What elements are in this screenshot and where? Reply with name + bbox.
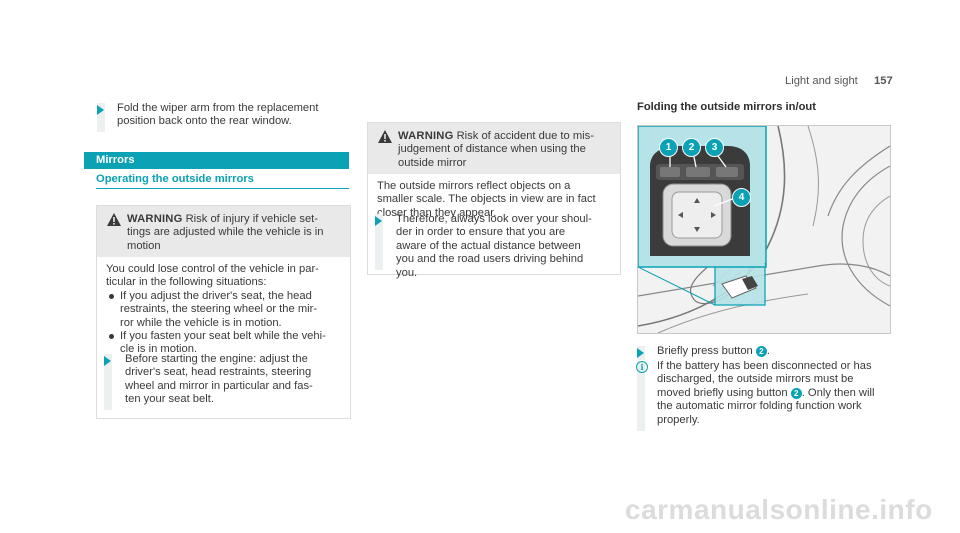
step-bar xyxy=(375,214,383,270)
button-2-marker: 2 xyxy=(755,346,767,357)
info-icon: i xyxy=(636,361,648,373)
warning-header: WARNING Risk of injury if vehicle set- t… xyxy=(97,206,350,257)
door-panel-illustration xyxy=(638,126,890,333)
warning-bullet-list: If you adjust the driver's seat, the hea… xyxy=(106,290,341,357)
watermark: carmanualsonline.info xyxy=(625,494,933,525)
warning-step-text: Therefore, always look over your shoul- … xyxy=(396,213,592,279)
warning-triangle-icon xyxy=(107,213,121,226)
step-arrow-icon xyxy=(97,105,104,115)
subheading-rule xyxy=(96,188,349,189)
callout-3-marker: 3 xyxy=(705,138,724,157)
info-battery-note: If the battery has been disconnected or … xyxy=(657,360,875,426)
step-arrow-icon xyxy=(637,348,644,358)
list-item: If you adjust the driver's seat, the hea… xyxy=(106,290,341,330)
heading-folding-mirrors: Folding the outside mirrors in/out xyxy=(637,101,816,113)
warning-box-injury: WARNING Risk of injury if vehicle set- t… xyxy=(96,205,351,419)
warning-step-text: Before starting the engine: adjust the d… xyxy=(125,353,313,406)
warning-triangle-icon xyxy=(378,130,392,143)
step-arrow-icon xyxy=(375,216,382,226)
callout-1-marker: 1 xyxy=(659,138,678,157)
info-bar xyxy=(637,361,645,431)
warning-body: You could lose control of the vehicle in… xyxy=(97,257,350,365)
step-bar xyxy=(97,103,105,132)
step-bar xyxy=(104,354,112,410)
step-press-button: Briefly press button 2. xyxy=(657,345,770,357)
list-item: If you fasten your seat belt while the v… xyxy=(106,330,341,357)
page-header: Light and sight 157 xyxy=(785,75,893,88)
subheading-operating-mirrors: Operating the outside mirrors xyxy=(96,173,254,185)
mirror-controls-figure: 1 2 3 4 xyxy=(637,125,891,334)
warning-box-distance: WARNING Risk of accident due to mis- jud… xyxy=(367,122,621,279)
page-number: 157 xyxy=(874,75,893,87)
section-title-mirrors: Mirrors xyxy=(84,152,349,169)
callout-4-marker: 4 xyxy=(732,188,751,207)
step-wiper-text: Fold the wiper arm from the replacement … xyxy=(117,102,319,128)
warning-body: The outside mirrors reflect objects on a… xyxy=(377,180,596,219)
section-name: Light and sight xyxy=(785,75,858,87)
warning-header: WARNING Risk of accident due to mis- jud… xyxy=(368,123,620,174)
step-arrow-icon xyxy=(104,356,111,366)
callout-2-marker: 2 xyxy=(682,138,701,157)
button-2-marker: 2 xyxy=(790,387,802,399)
